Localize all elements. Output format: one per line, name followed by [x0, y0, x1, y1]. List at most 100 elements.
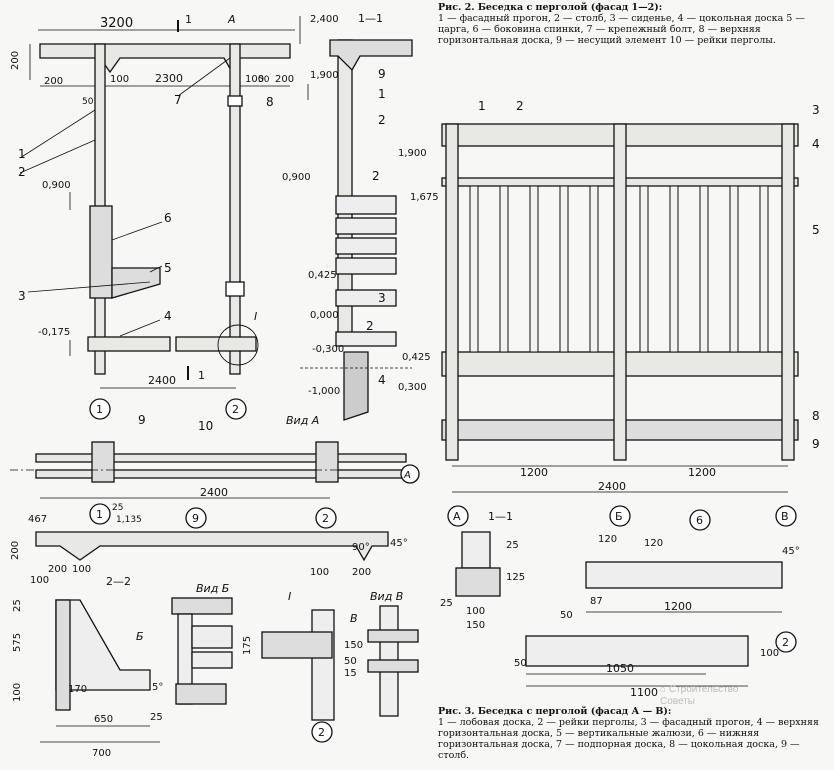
axis-2-plan	[315, 507, 337, 529]
axis-a-av	[447, 505, 469, 527]
s11r-dim-100: 100	[466, 606, 485, 617]
axis-1-front	[89, 398, 111, 420]
bolt-block	[225, 281, 245, 297]
sec22-dim-100: 100	[12, 683, 23, 702]
plan-callout-10: 10	[198, 419, 213, 433]
dim-200b: 200	[275, 74, 294, 85]
av-level-0425: 0,425	[402, 352, 431, 363]
callout-circle-9-label: 9	[192, 512, 199, 525]
dim-467: 467	[28, 514, 47, 525]
seat-post	[55, 599, 71, 711]
axis-1-label: 1	[96, 403, 103, 416]
louver-2	[335, 217, 397, 235]
view-v-board1	[367, 629, 419, 643]
av-post-v	[781, 123, 795, 461]
d2-dim-50: 50	[514, 658, 527, 669]
section-1-1-title: 1—1	[358, 12, 383, 25]
section-1-1-left: 1—1 0,900 0,425 0,000 -0,300 -1,000 Вид …	[282, 12, 413, 427]
sec22-dim-700: 700	[92, 748, 111, 759]
callout-3: 3	[18, 289, 26, 303]
axis-a-plan-label: A	[403, 470, 411, 481]
axis-b-av-label: Б	[615, 510, 623, 523]
axis-2-plan-label: 2	[322, 512, 329, 525]
callout-6: 6	[164, 211, 172, 225]
view-b-base	[175, 683, 227, 705]
axis-b-av	[609, 505, 631, 527]
node-dim-175: 175	[242, 636, 253, 655]
av-callout-5: 5	[812, 223, 820, 237]
dim-100b: 100	[245, 74, 264, 85]
plinth-section	[335, 331, 397, 347]
axis-1-plan	[89, 503, 111, 525]
beam9-dim-45: 45°	[390, 538, 408, 549]
level-2400: 2,400	[310, 14, 339, 25]
seat-side	[89, 205, 113, 299]
beam9-dim-100: 100	[72, 564, 91, 575]
node-dim-150: 150	[344, 640, 363, 651]
watermark-line2: Советы	[660, 696, 695, 707]
s11r-dim-150: 150	[466, 620, 485, 631]
callout-7: 7	[174, 93, 182, 107]
section-1-1-right-title: 1—1	[488, 510, 513, 523]
detail-2-rail: 2 1050 1100 50 100	[514, 631, 797, 699]
axis-2-label: 2	[232, 403, 239, 416]
plan-callout-9: 9	[138, 413, 146, 427]
s11-level-0900: 0,900	[282, 172, 311, 183]
s11-level-m1000: -1,000	[308, 386, 340, 397]
figure-2-title: Рис. 2. Беседка с перголой (фасад 1—2):	[438, 2, 663, 13]
axis-2-front	[225, 398, 247, 420]
dim-1135: 1,135	[116, 515, 142, 525]
av-level-1900: 1,900	[398, 148, 427, 159]
s11-callout-2: 2	[378, 113, 386, 127]
beam9-dim-100b: 100	[30, 575, 49, 586]
section-mark-1-bottom: 1	[198, 369, 205, 382]
node-view-v: В	[350, 612, 358, 625]
house-icon: ⌂	[660, 684, 667, 695]
sec22-dim-5deg: 5°	[152, 682, 163, 693]
pergola-plan: A 9 10 2400 1 2 9	[10, 413, 420, 529]
figure-3-legend: 1 — лобовая доска, 2 — рейки перголы, 3 …	[438, 717, 819, 761]
node-beam	[261, 631, 333, 659]
facade-beam	[39, 43, 291, 74]
watermark-line1: Строительство	[668, 684, 739, 695]
d6-dim-50: 50	[560, 610, 573, 621]
node-i-detail: I 175 150 50 15 В 2	[242, 590, 363, 743]
node-i-title: I	[288, 590, 291, 603]
view-v-board2	[367, 659, 419, 673]
detail-6-board	[585, 561, 783, 589]
plinth-right	[175, 336, 257, 352]
plan-beam-top	[35, 453, 407, 463]
d6-dim-1200: 1200	[664, 600, 692, 613]
level-0900: 0,900	[42, 180, 71, 191]
d2-dim-1050: 1050	[606, 662, 634, 675]
av-louvers	[469, 185, 769, 353]
callout-5: 5	[164, 261, 172, 275]
view-a-label: Вид А	[286, 414, 319, 427]
view-v: Вид В	[367, 590, 419, 717]
s11-callout-9: 9	[378, 67, 386, 81]
detail-2-circle	[775, 631, 797, 653]
louver-1	[335, 195, 397, 215]
s11-callout-2b: 2	[372, 169, 380, 183]
beam9-dim-200c: 200	[352, 567, 371, 578]
d6-dim-87: 87	[590, 596, 603, 607]
dim-200a: 200	[44, 76, 63, 87]
axis-2-node-label: 2	[318, 726, 325, 739]
s11-callout-3: 3	[378, 291, 386, 305]
dim-100a: 100	[110, 74, 129, 85]
av-callout-2: 2	[516, 99, 524, 113]
s11r-board	[455, 567, 501, 597]
detail-2-board	[525, 635, 749, 667]
view-mark-a: A	[227, 13, 236, 26]
s11-level-m0300: -0,300	[312, 344, 344, 355]
node-post	[311, 609, 335, 721]
callout-8: 8	[266, 95, 274, 109]
node-dim-15: 15	[344, 668, 357, 679]
figure-3-title: Рис. 3. Беседка с перголой (фасад А — В)…	[438, 706, 672, 717]
top-board-8	[227, 95, 243, 107]
d6-dim-120a: 120	[598, 534, 617, 545]
sec22-dim-25b: 25	[150, 712, 163, 723]
callout-circle-9	[185, 507, 207, 529]
